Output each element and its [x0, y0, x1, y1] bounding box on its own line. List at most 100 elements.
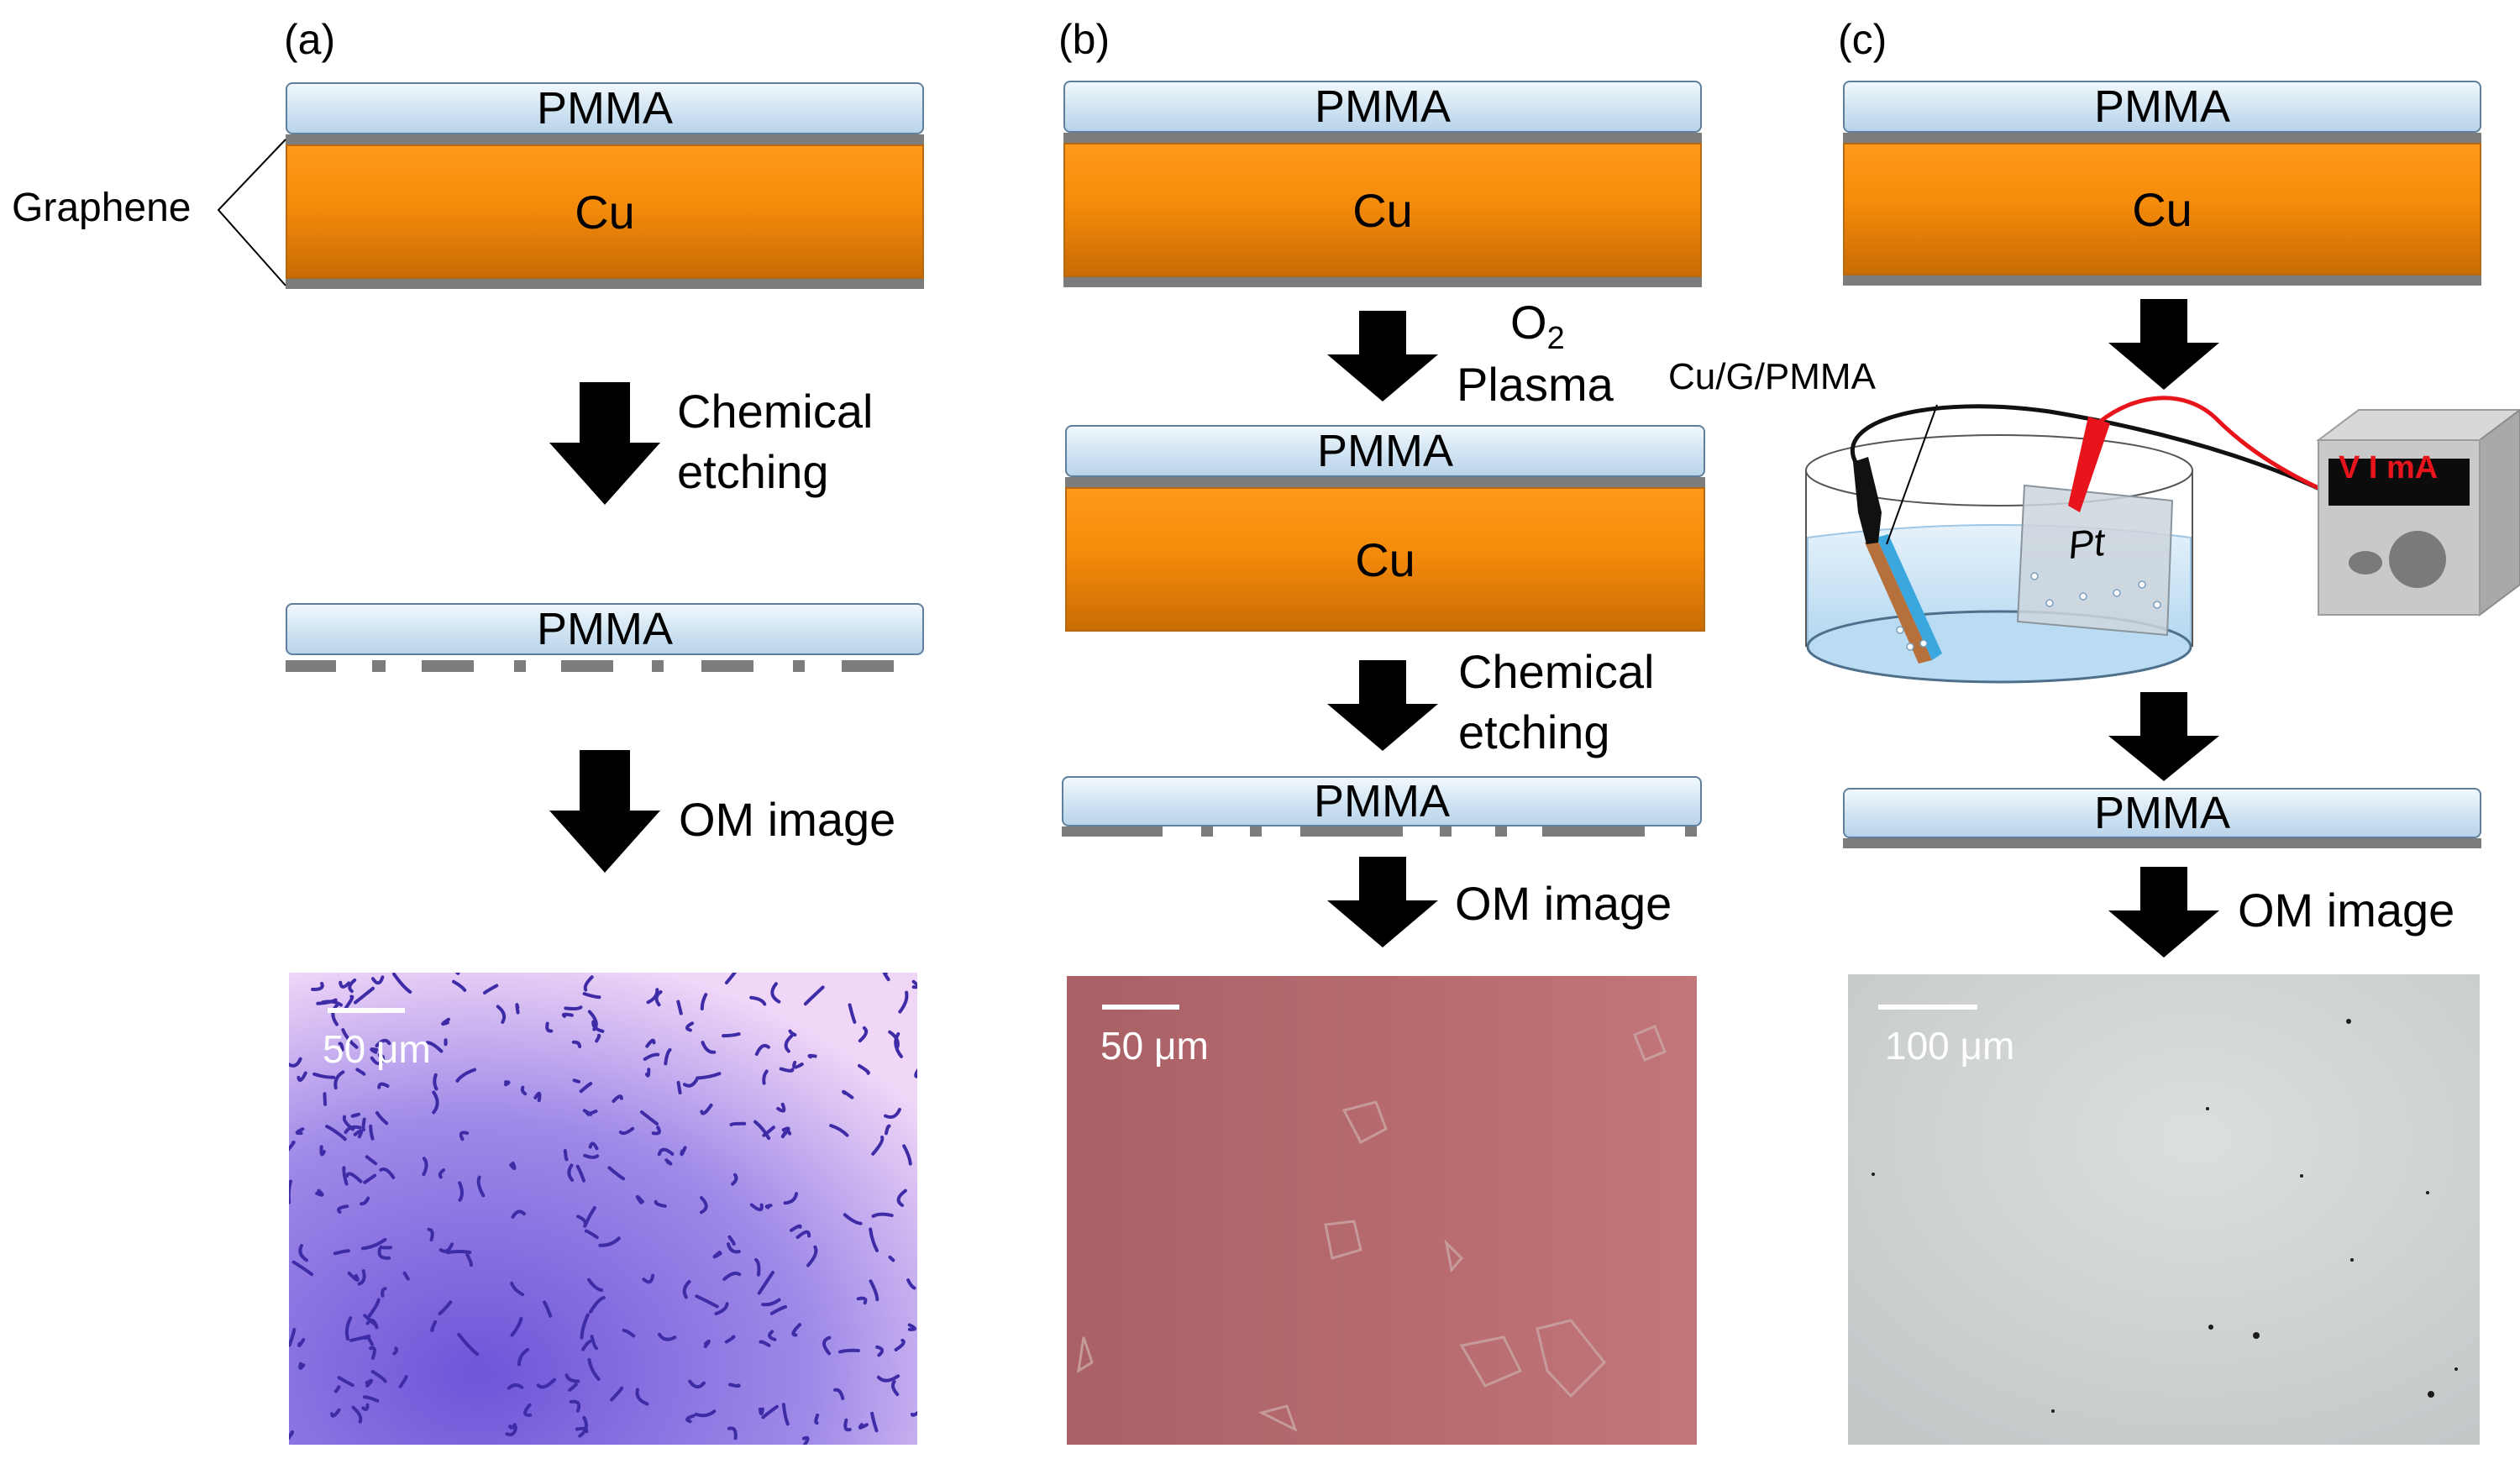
graphene-layer-bottom [286, 279, 924, 289]
graphene-fragment [561, 660, 613, 672]
graphene-flake [587, 1357, 601, 1381]
cu-g-pmma-electrode [1865, 538, 1932, 664]
graphene-fragment [652, 660, 664, 672]
graphene-flake [622, 1328, 636, 1338]
graphene-fragment [1685, 826, 1697, 837]
o2-label: O2 [1510, 292, 1565, 369]
scale-bar-b [1102, 1005, 1179, 1010]
scale-label-b: 50 μm [1100, 1024, 1209, 1068]
graphene-flake [779, 1067, 795, 1073]
graphene-flake [587, 1010, 598, 1031]
graphene-flake [496, 1005, 507, 1024]
panel-c-pmma-after-etch: PMMA [1843, 788, 2481, 838]
scale-label-c: 100 μm [1885, 1024, 2015, 1068]
graphene-flake [610, 1386, 624, 1402]
graphene-flake [331, 1003, 339, 1026]
graphene-flake [533, 1091, 542, 1103]
graphene-flake [377, 1052, 386, 1063]
pmma-label: PMMA [1315, 81, 1451, 132]
graphene-flake [510, 1317, 523, 1337]
graphene-flake [911, 979, 917, 989]
graphene-flake [646, 988, 659, 1005]
graphene-flake [643, 1052, 660, 1061]
graphene-flake [333, 1385, 341, 1393]
graphene-flake [664, 1047, 672, 1066]
graphene-flake [714, 1302, 729, 1315]
graphene-flake [381, 1287, 387, 1298]
graphene-flake [520, 1085, 528, 1096]
pmma-label: PMMA [2094, 788, 2230, 838]
graphene-flake [298, 1362, 306, 1370]
graphene-flake [325, 1125, 347, 1141]
graphene-flake [379, 1245, 392, 1250]
graphene-flake [727, 1242, 741, 1254]
graphene-flake [712, 1251, 722, 1259]
pt-label: Pt [2066, 519, 2108, 568]
graphene-flake [363, 1314, 378, 1327]
electrochemical-cell [1805, 396, 2520, 684]
graphene-flake [792, 1060, 804, 1069]
graphene-flake [758, 1407, 764, 1416]
graphene-flake [392, 1346, 398, 1356]
graphene-flake [776, 1102, 786, 1113]
graphene-flake [896, 1189, 907, 1207]
graphene-flake [536, 1377, 556, 1389]
pt-electrode [2016, 484, 2174, 637]
graphene-flake [344, 994, 354, 1010]
graphene-flake [635, 1194, 644, 1204]
graphene-flake [764, 1204, 773, 1210]
graphene-flake [858, 1423, 869, 1430]
graphene-flake [377, 1247, 391, 1260]
graphene-flake [564, 1373, 580, 1383]
graphene-flake [427, 1227, 434, 1241]
graphene-flake [295, 1127, 305, 1136]
graphene-flake [369, 1124, 375, 1141]
panel-c-label: (c) [1838, 16, 1887, 63]
red-clip [2068, 417, 2110, 512]
graphene-flake [685, 1021, 695, 1032]
plasma-label: Plasma [1457, 358, 1614, 411]
graphene-flake [563, 1149, 569, 1162]
graphene-flake [377, 1082, 390, 1089]
graphene-flake [882, 973, 890, 982]
graphene-flake [312, 1072, 336, 1079]
graphene-flake [355, 1068, 366, 1076]
graphene-flake [370, 1047, 379, 1054]
graphene-layer-2 [1065, 477, 1705, 487]
graphene-flake [360, 1196, 370, 1206]
graphene-fragment [842, 660, 894, 672]
graphene-flake [910, 1410, 917, 1417]
graphene-flake [586, 1110, 598, 1116]
graphene-flake [545, 1021, 554, 1033]
graphene-flake [781, 1126, 790, 1138]
graphene-flake [342, 1166, 349, 1186]
graphene-flake [311, 981, 324, 991]
graphene-flake [432, 1090, 439, 1115]
graphene-flake [803, 985, 825, 1006]
graphene-flake [561, 1012, 574, 1018]
graphene-fragment [372, 660, 386, 672]
graphene-flake [888, 1030, 900, 1048]
graphene-flake [870, 1411, 879, 1433]
graphene-flake [571, 1040, 582, 1048]
graphene-flake [754, 1043, 770, 1057]
graphene-flake [365, 1155, 378, 1166]
graphene-layer-continuous [1843, 838, 2481, 848]
graphene-flake [363, 1395, 380, 1403]
graphene-flake [724, 1335, 736, 1344]
graphene-flake [727, 1426, 738, 1440]
graphene-flake [869, 1279, 879, 1302]
graphene-flake [337, 1376, 354, 1388]
graphene-flake [584, 1229, 599, 1240]
graphene-flake [433, 1073, 438, 1091]
graphene-flake [700, 993, 708, 1010]
graphene-flake [753, 1120, 771, 1141]
graphene-flake [722, 1032, 741, 1038]
graphene-flake [371, 975, 385, 985]
graphene-flake [762, 1069, 769, 1085]
graphene-flake [441, 1017, 450, 1026]
graphene-flake [724, 973, 738, 984]
graphene-flake [569, 1399, 581, 1413]
graphene-flake [341, 1028, 359, 1049]
graphene-flake [731, 1173, 738, 1186]
